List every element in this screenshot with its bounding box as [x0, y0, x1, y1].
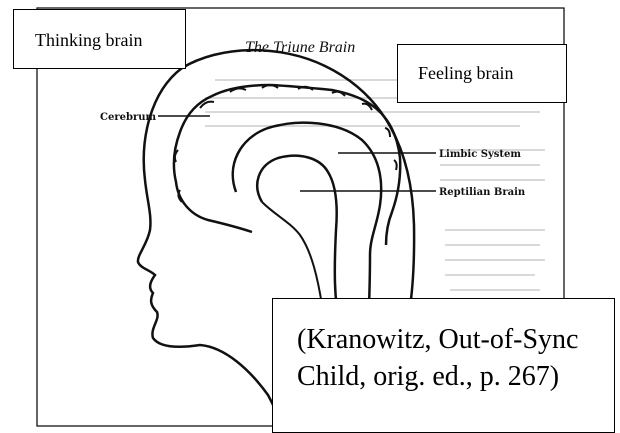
thinking-brain-label: Thinking brain: [35, 30, 142, 50]
citation-box: (Kranowitz, Out-of-Sync Child, orig. ed.…: [272, 298, 615, 433]
label-cerebrum: Cerebrum: [100, 112, 156, 123]
label-limbic-system: Limbic System: [439, 149, 521, 160]
diagram-title: The Triune Brain: [245, 39, 355, 56]
feeling-brain-label: Feeling brain: [418, 63, 513, 83]
label-reptilian-brain: Reptilian Brain: [439, 187, 526, 198]
feeling-brain-box: Feeling brain: [397, 44, 567, 103]
thinking-brain-box: Thinking brain: [13, 9, 186, 69]
citation-text: (Kranowitz, Out-of-Sync Child, orig. ed.…: [297, 324, 578, 392]
